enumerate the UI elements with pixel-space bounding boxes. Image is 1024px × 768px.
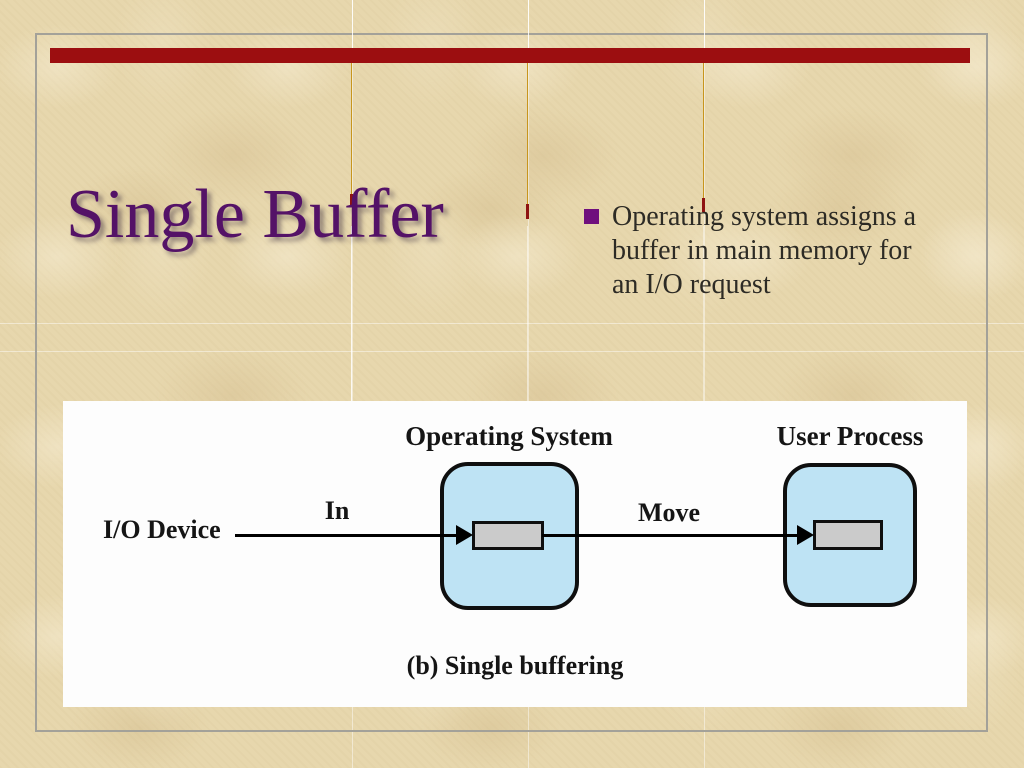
bullet-square-marker xyxy=(584,209,599,224)
move-arrow-line xyxy=(542,534,798,537)
accent-line-white xyxy=(528,0,529,48)
accent-line-gold xyxy=(351,63,352,196)
accent-line-gold xyxy=(527,63,528,204)
os-buffer-rect xyxy=(472,521,544,550)
move-arrow-label: Move xyxy=(637,498,701,527)
user-buffer-rect xyxy=(813,520,883,550)
texture-seam-vertical xyxy=(528,0,529,768)
accent-line-white xyxy=(527,226,528,401)
diagram-panel: Operating System User Process I/O Device… xyxy=(63,401,967,707)
user-process-label: User Process xyxy=(776,421,924,451)
slide-border-frame xyxy=(35,33,988,732)
operating-system-label: Operating System xyxy=(405,421,613,451)
bullet-text-line: buffer in main memory for xyxy=(612,235,912,266)
texture-seam-horizontal xyxy=(0,351,1024,352)
accent-line-white xyxy=(351,226,352,401)
accent-line-tip xyxy=(702,198,705,212)
texture-seam-horizontal xyxy=(0,323,1024,324)
io-device-label: I/O Device xyxy=(103,515,221,544)
title-accent-bar xyxy=(50,48,970,63)
bullet-text-line: an I/O request xyxy=(612,269,771,300)
texture-seam-vertical xyxy=(704,0,705,768)
accent-line-white xyxy=(704,0,705,48)
accent-line-tip xyxy=(350,194,353,206)
in-arrow-line xyxy=(235,534,457,537)
bullet-text: Operating system assigns a buffer in mai… xyxy=(612,200,957,302)
in-arrow-head xyxy=(456,525,473,545)
bullet-text-line: Operating system assigns a xyxy=(612,201,917,232)
accent-line-gold xyxy=(703,63,704,198)
accent-line-white xyxy=(703,226,704,401)
in-arrow-label: In xyxy=(324,496,350,525)
accent-line-tip xyxy=(526,204,529,219)
slide-title: Single Buffer xyxy=(66,176,444,253)
accent-line-white xyxy=(352,0,353,48)
diagram-caption: (b) Single buffering xyxy=(406,651,624,680)
move-arrow-head xyxy=(797,525,814,545)
texture-seam-vertical xyxy=(352,0,353,768)
